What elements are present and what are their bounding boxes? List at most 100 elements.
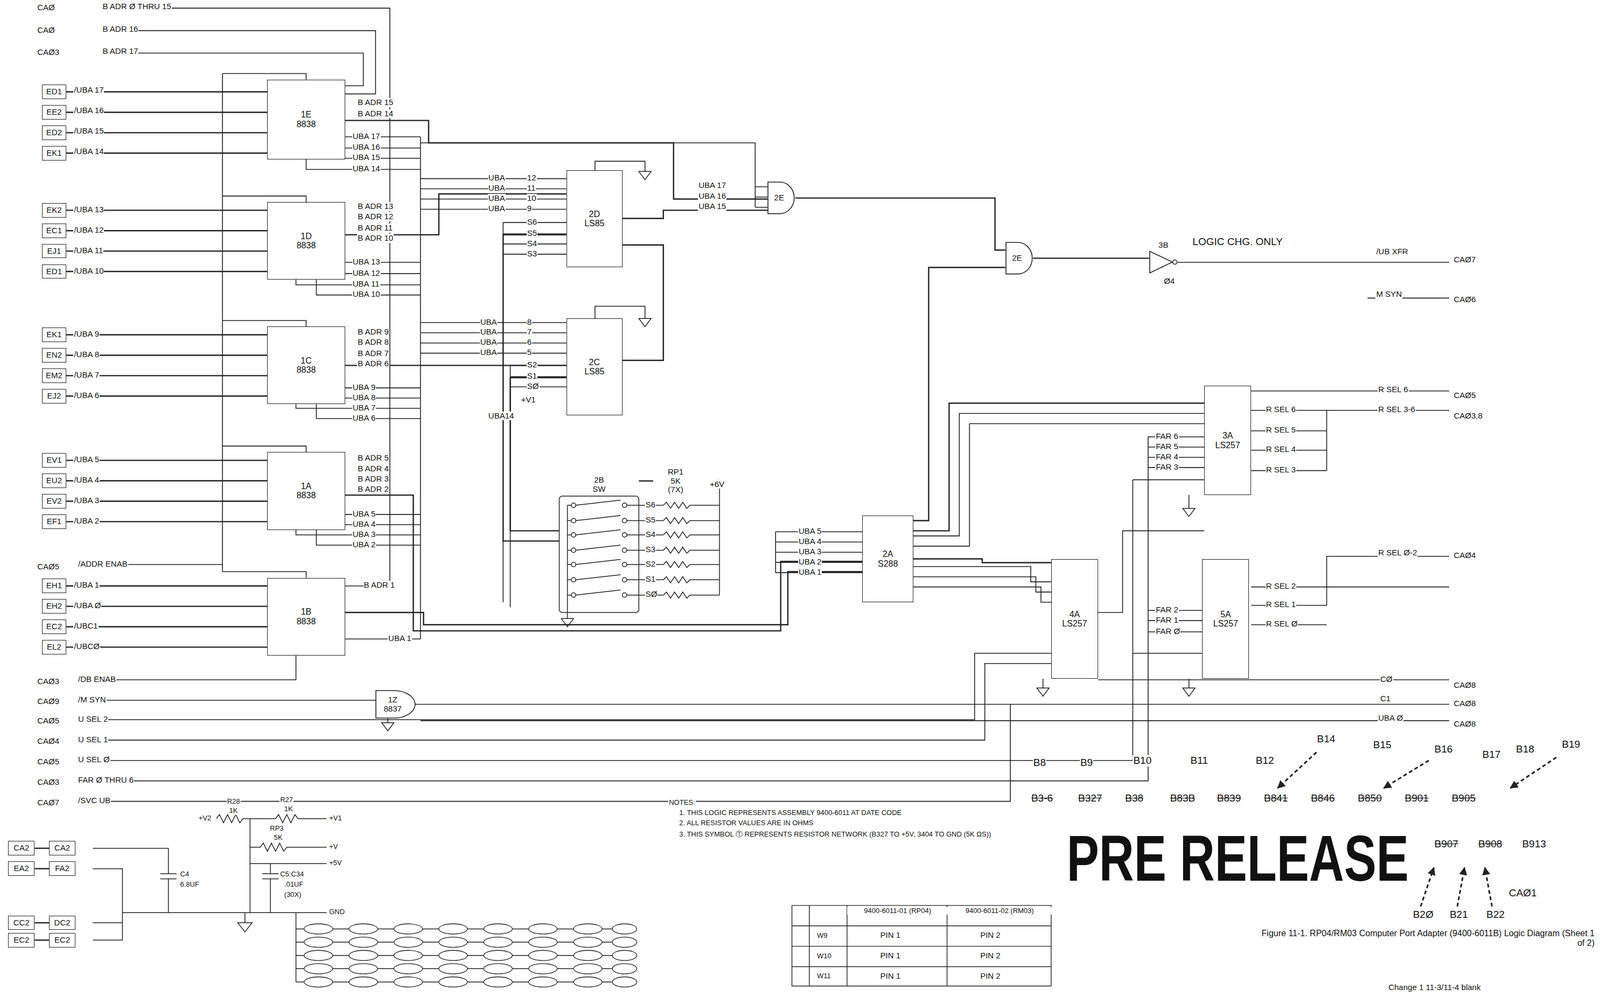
signal-label: R SEL 6	[1265, 404, 1297, 415]
signal-label: /UBA 2	[73, 516, 100, 526]
part-detail: SW	[591, 484, 607, 494]
signal-label: S2	[645, 559, 656, 569]
terminal-oval	[348, 963, 378, 974]
signal-label: /M SYN	[77, 695, 107, 705]
part-name: EA2	[12, 863, 31, 873]
signal-label: B16	[1433, 743, 1453, 756]
signal-label: C5:C34	[279, 870, 305, 878]
signal-label: B ADR 5	[357, 453, 390, 463]
part-detail: (7X)	[666, 485, 685, 495]
node-text-group: 1Z8837	[382, 695, 403, 714]
terminal-oval	[348, 976, 378, 988]
signal-label: CAØ5	[36, 757, 60, 767]
signal-label: CAØ8	[1452, 680, 1477, 690]
part-name: 1E	[295, 109, 318, 120]
signal-label: B12	[1255, 755, 1275, 767]
part-name: 1C	[295, 355, 318, 366]
signal-label: FAR 1	[1155, 615, 1179, 625]
resistor-symbol	[663, 591, 720, 598]
terminal-oval	[304, 976, 333, 988]
node-text-group: EV1	[45, 455, 63, 465]
signal-label: /UBA 1	[73, 580, 100, 590]
terminal-oval	[348, 923, 378, 934]
dip-switch	[559, 495, 663, 619]
terminal-oval	[483, 949, 513, 961]
part-detail: LS85	[583, 218, 606, 229]
signal-label: /UBA 4	[73, 475, 100, 485]
part-name: EF1	[45, 516, 64, 527]
signal-label: U SEL Ø	[77, 755, 111, 765]
dip-switch	[622, 547, 627, 553]
signal-label: R SEL 4	[1265, 444, 1297, 454]
ic-chip: 2AS288	[862, 515, 914, 603]
terminal-oval	[573, 949, 603, 961]
signal-label: UBA 6	[352, 413, 377, 423]
signal-label: Change 1 11-3/11-4 blank	[1387, 982, 1481, 992]
node-text-group: 1B8838	[295, 606, 318, 626]
connector-box: EA2	[8, 861, 35, 876]
connector-box: EC1	[42, 223, 67, 239]
signal-label: PRE RELEASE	[1066, 825, 1410, 891]
signal-label: UBA 1	[387, 633, 412, 644]
terminal-oval	[573, 976, 603, 988]
part-name: EH2	[45, 601, 64, 611]
annotation-arrow	[1420, 867, 1435, 907]
part-detail: 8838	[295, 490, 318, 501]
signal-label: B9	[1079, 757, 1094, 769]
dip-switch	[571, 518, 576, 523]
signal-label: S3	[526, 249, 538, 259]
signal-label: .01UF	[283, 880, 304, 889]
signal-label: 9400-6011-02 (RM03)	[947, 906, 1053, 915]
signal-label: B83B	[1169, 792, 1196, 805]
terminal-oval	[573, 937, 603, 948]
signal-label: UBA	[487, 183, 506, 193]
node-text-group: 2DLS85	[583, 209, 606, 229]
node-text-group: EC2	[45, 622, 64, 632]
signal-label: R SEL 2	[1265, 581, 1297, 591]
strap-table-grid	[792, 905, 1052, 987]
signal-label: B ADR 8	[357, 337, 390, 347]
node-text-group: EV2	[45, 496, 63, 506]
part-name: CA2	[12, 843, 31, 853]
signal-label: CAØ3	[36, 777, 60, 787]
node-text-group: EK1	[45, 330, 63, 340]
signal-label: B ADR 16	[102, 24, 139, 34]
part-detail: LS85	[583, 366, 606, 377]
signal-label: B ADR 17	[102, 46, 139, 57]
node-text-group: EF1	[45, 516, 64, 527]
terminal-oval	[393, 923, 423, 934]
signal-label: R SEL 3	[1265, 465, 1297, 475]
signal-label: M SYN	[1375, 289, 1403, 299]
signal-label: UBA 11	[352, 279, 381, 289]
signal-label: B3-6	[1030, 792, 1054, 805]
signal-label: CAØ7	[1452, 255, 1477, 265]
node-text-group: 4ALS257	[1060, 609, 1088, 629]
node-text-group: FA2	[53, 863, 71, 873]
signal-label: CAØ8	[1452, 699, 1477, 709]
part-name: EJ2	[45, 391, 62, 401]
signal-label: PIN 1	[879, 971, 901, 981]
signal-label: R28	[226, 797, 241, 806]
node-text-group: EJ2	[45, 391, 62, 401]
signal-label: UBA 4	[798, 536, 823, 547]
signal-label: +5V	[328, 858, 343, 867]
signal-label: B ADR 9	[357, 327, 390, 337]
node-text-group: 5ALS257	[1212, 609, 1240, 629]
resistor-symbol	[663, 576, 720, 583]
signal-label: PIN 1	[879, 951, 901, 961]
signal-label: /UBA 7	[73, 370, 100, 380]
resistor-symbol	[663, 531, 720, 538]
part-detail: 8838	[295, 616, 318, 627]
connector-box: EF1	[42, 514, 67, 529]
node-text-group: CA2	[53, 843, 72, 853]
part-detail: LS257	[1214, 440, 1242, 451]
signal-label: PIN 1	[879, 930, 901, 940]
signal-label: CAØ6	[1452, 295, 1477, 305]
signal-label: CAØ5	[1452, 390, 1477, 401]
part-name: 2E	[773, 193, 786, 203]
signal-label: UBA 2	[352, 540, 377, 550]
signal-wire	[345, 571, 863, 625]
signal-label: CAØ9	[36, 696, 60, 707]
schematic-group	[77, 8, 1557, 987]
ground-symbol	[238, 171, 1196, 932]
